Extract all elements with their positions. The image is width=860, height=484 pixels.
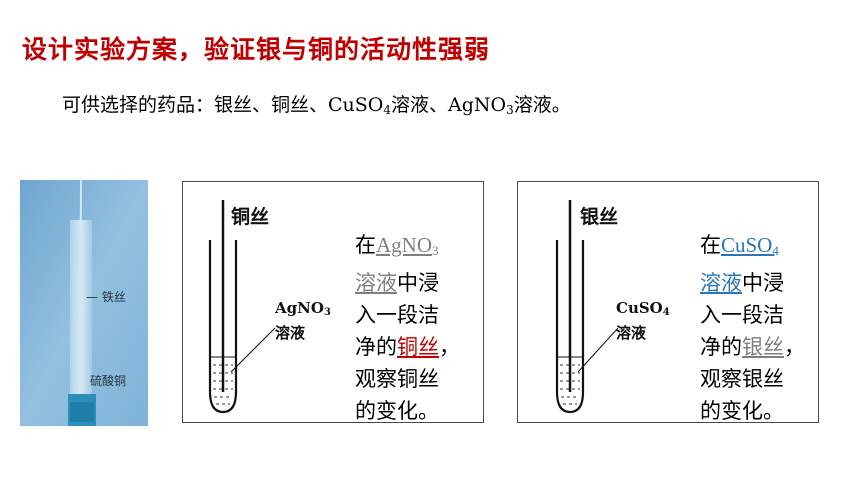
- panel2-prefix: 在: [700, 233, 721, 257]
- experiment-photo: — 铁丝 硫酸铜: [20, 180, 148, 426]
- cuso4-label-formula: CuSO: [616, 299, 663, 317]
- panel2-line5: 观察银丝: [700, 367, 784, 391]
- panel1-line4-post: ，: [439, 335, 460, 359]
- panel1-line5: 观察铜丝: [355, 367, 439, 391]
- cuso4-label-sub: 4: [662, 307, 670, 318]
- panel2-mid: 中浸: [742, 271, 784, 295]
- panel1-reagent-formula: AgNO: [376, 233, 432, 257]
- reagent-cuso4-sub: 4: [383, 103, 392, 117]
- reagent-list-suffix: 溶液。: [513, 94, 571, 116]
- panel2-description: 在CuSO4 溶液中浸 入一段洁 净的银丝， 观察银丝 的变化。: [700, 229, 805, 427]
- panel2-metal: 银丝: [742, 335, 784, 359]
- panel1-reagent: AgNO3: [376, 233, 439, 258]
- panel2-line2: 溶液中浸: [700, 267, 805, 299]
- agno3-label-sub: 3: [323, 307, 331, 318]
- reagent-agno3: AgNO3: [448, 94, 514, 117]
- panel1-line4: 净的铜丝，: [355, 331, 460, 363]
- panel2-line3: 入一段洁: [700, 303, 784, 327]
- panel1-reagent-word: 溶液: [355, 271, 397, 295]
- reagent-cuso4: CuSO4: [328, 94, 392, 117]
- panel1-line6: 的变化。: [355, 399, 439, 423]
- agno3-label-word: 溶液: [275, 324, 306, 342]
- reagent-agno3-formula: AgNO: [448, 94, 507, 116]
- panel1-prefix: 在: [355, 233, 376, 257]
- panel-silver-in-cuso4: 银丝 CuSO4 溶液 在CuSO4 溶液中浸 入一段洁 净的银丝， 观察银丝 …: [517, 181, 819, 423]
- panel2-reagent-word: 溶液: [700, 271, 742, 295]
- panel2-line4-post: ，: [784, 335, 805, 359]
- panel-copper-in-agno3: 铜丝 AgNO3 溶液 在AgNO3 溶液中浸 入一段洁 净的铜丝， 观察铜丝 …: [182, 181, 484, 423]
- cuso4-label-word: 溶液: [616, 324, 647, 342]
- panel2-line1: 在CuSO4: [700, 229, 805, 267]
- panel1-line4-pre: 净的: [355, 335, 397, 359]
- copper-wire-label: 铜丝: [231, 206, 270, 228]
- panel2-reagent-sub: 4: [772, 243, 779, 258]
- panel2-line4: 净的银丝，: [700, 331, 805, 363]
- reagent-list-prefix: 可供选择的药品：银丝、铜丝、: [62, 94, 329, 116]
- panel1-reagent-sub: 3: [432, 243, 439, 258]
- panel1-line1: 在AgNO3: [355, 229, 460, 267]
- panel2-reagent-formula: CuSO: [721, 233, 773, 257]
- reagent-cuso4-formula: CuSO: [328, 94, 384, 116]
- reagent-list-mid: 溶液、: [391, 94, 449, 116]
- slide-title: 设计实验方案，验证银与铜的活动性强弱: [22, 35, 491, 64]
- iron-wire-text: 铁丝: [101, 290, 126, 304]
- reagent-list: 可供选择的药品：银丝、铜丝、CuSO4溶液、AgNO3溶液。: [62, 90, 571, 117]
- agno3-solution-label: AgNO3 溶液: [275, 298, 331, 344]
- cuso4-solution-label: CuSO4 溶液: [616, 298, 670, 344]
- copper-sulfate-label: 硫酸铜: [90, 374, 127, 388]
- panel1-mid: 中浸: [397, 271, 439, 295]
- silver-wire-label: 银丝: [580, 206, 619, 228]
- panel1-description: 在AgNO3 溶液中浸 入一段洁 净的铜丝， 观察铜丝 的变化。: [355, 229, 460, 427]
- panel1-metal: 铜丝: [397, 335, 439, 359]
- panel2-line6: 的变化。: [700, 399, 784, 423]
- test-tube-diagram-1: [208, 200, 276, 414]
- panel1-line2: 溶液中浸: [355, 267, 460, 299]
- panel1-line3: 入一段洁: [355, 303, 439, 327]
- test-tube-diagram-2: [555, 200, 619, 414]
- iron-wire-label: — 铁丝: [86, 290, 126, 304]
- panel2-line4-pre: 净的: [700, 335, 742, 359]
- panel2-reagent: CuSO4: [721, 233, 779, 258]
- reagent-agno3-sub: 3: [506, 103, 514, 117]
- experiment-photo-image: [20, 180, 148, 426]
- agno3-label-formula: AgNO: [275, 299, 324, 317]
